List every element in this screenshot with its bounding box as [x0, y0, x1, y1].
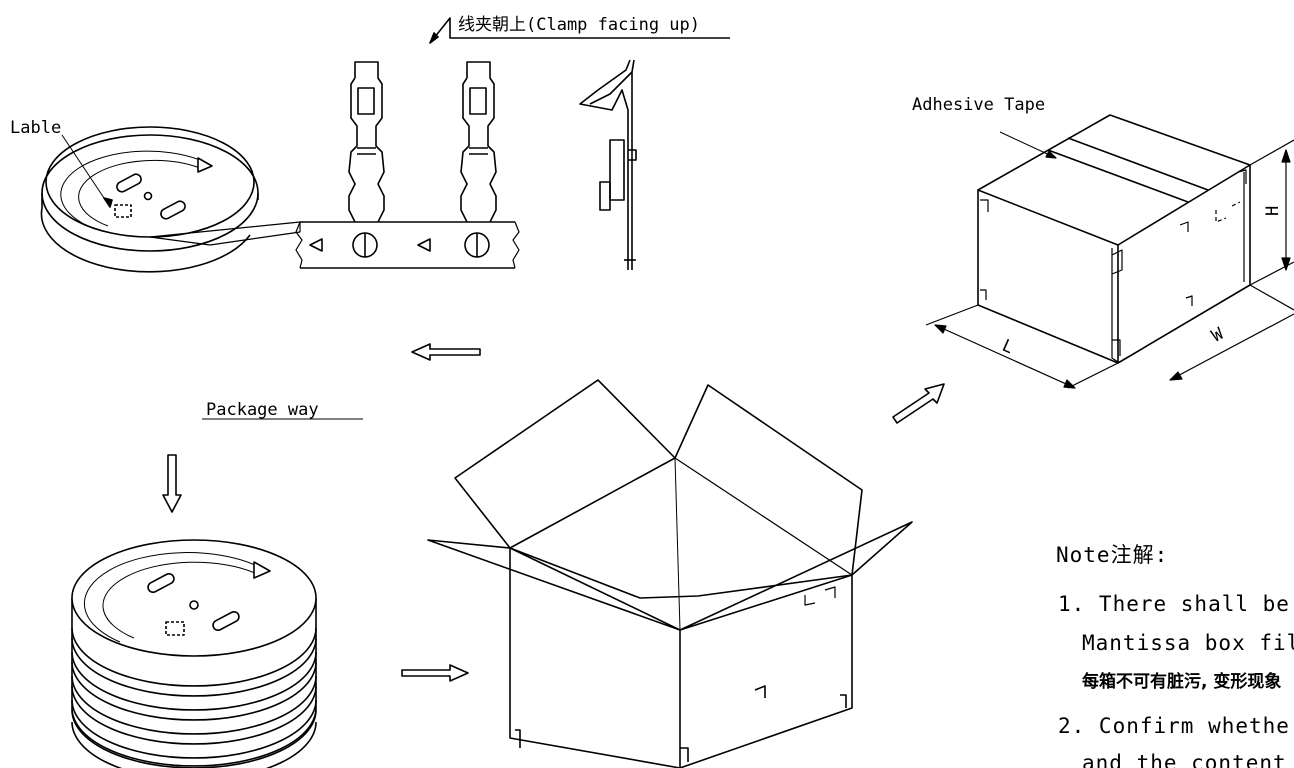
note-line-5: and the content: [1082, 751, 1287, 768]
open-carton: [427, 379, 913, 768]
arrow-down: [162, 454, 182, 513]
dim-w-label: W: [1208, 324, 1227, 347]
adhesive-tape-label: Adhesive Tape: [912, 95, 1045, 115]
dim-l-label: L: [999, 336, 1016, 358]
note-line-4: 2. Confirm whethe: [1058, 714, 1290, 738]
clamp-label: 线夹朝上(Clamp facing up): [458, 15, 700, 35]
reel-with-terminals: [40, 126, 301, 273]
clamp-direction-arrow: [429, 17, 730, 44]
note-line-3: 每箱不可有脏污, 变形现象: [1082, 671, 1281, 692]
stack-slot-icon: [147, 572, 240, 636]
dim-h-label: H: [1263, 206, 1283, 216]
note-line-2: Mantissa box fil: [1082, 631, 1294, 655]
reel-slot-icon: [114, 173, 186, 220]
arrow-left: [411, 343, 481, 361]
arrow-right: [401, 664, 469, 682]
arrow-up-right: [892, 383, 945, 424]
note-line-1: 1. There shall be n: [1058, 592, 1294, 616]
notes-block: Note注解: 1. There shall be n Mantissa box…: [1056, 543, 1294, 768]
lable-label: Lable: [10, 118, 61, 138]
note-title: Note注解:: [1056, 543, 1168, 567]
terminal-strip: [295, 61, 520, 269]
package-way-label: Package way: [206, 400, 319, 420]
dimension-lines: [925, 131, 1294, 389]
closed-box: [977, 114, 1251, 364]
reel-stack: [71, 539, 317, 768]
terminal-side-view: [579, 59, 637, 270]
